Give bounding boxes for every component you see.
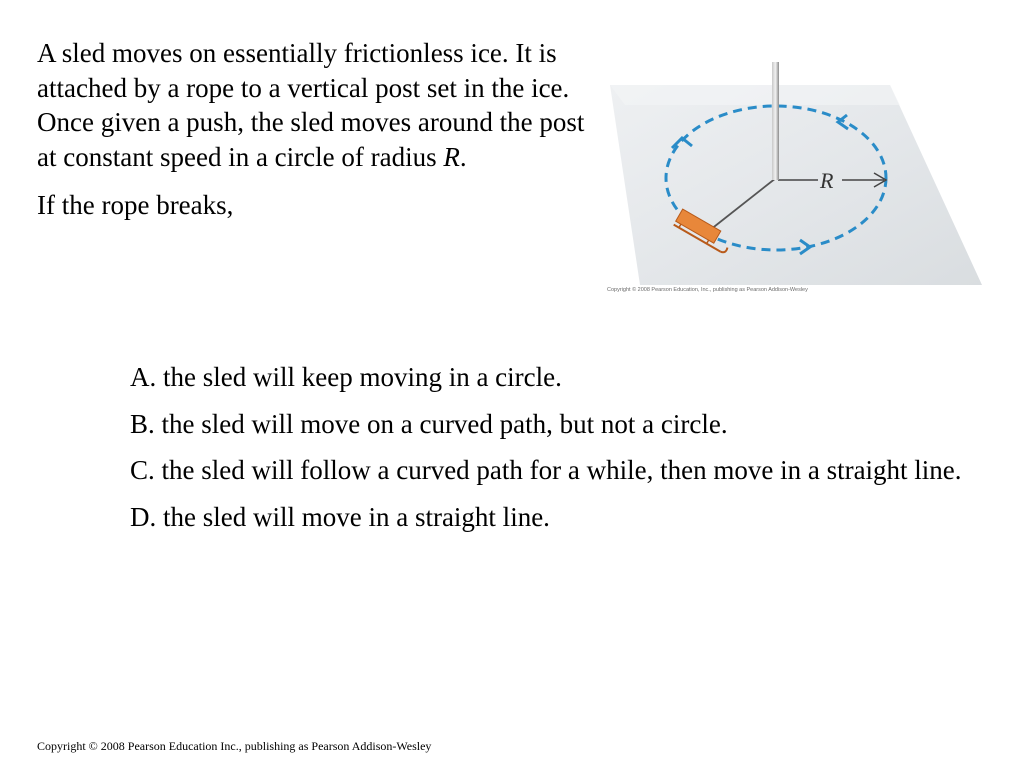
question-text: A sled moves on essentially frictionless… (37, 36, 597, 174)
option-b[interactable]: B. the sled will move on a curved path, … (130, 408, 728, 439)
footer-copyright: Copyright © 2008 Pearson Education Inc.,… (37, 739, 432, 753)
circular-path (664, 104, 888, 252)
ice-highlight (610, 85, 900, 105)
figure-copyright: Copyright © 2008 Pearson Education, Inc.… (607, 287, 808, 293)
direction-arrow-left-icon (670, 135, 693, 150)
option-c[interactable]: C. the sled will follow a curved path fo… (130, 455, 962, 485)
rope (709, 177, 777, 231)
question-text-end: . (459, 141, 467, 172)
sled-icon (673, 208, 729, 254)
direction-arrow-top-icon (835, 113, 849, 131)
question-prompt: If the rope breaks, (37, 190, 234, 220)
ice-surface (610, 85, 982, 285)
radius-arrowhead-icon (873, 172, 888, 188)
sled-figure: R (600, 60, 984, 300)
post (772, 62, 779, 180)
radius-label: R (819, 168, 834, 193)
question-block: A sled moves on essentially frictionless… (37, 36, 597, 223)
option-a[interactable]: A. the sled will keep moving in a circle… (130, 362, 562, 392)
option-d[interactable]: D. the sled will move in a straight line… (130, 501, 550, 532)
direction-arrow-bottom-icon (799, 238, 813, 256)
radius-symbol: R (443, 141, 460, 172)
sled-diagram: R (610, 62, 982, 285)
question-text-main: A sled moves on essentially frictionless… (37, 38, 585, 172)
answer-options: A. the sled will keep moving in a circle… (130, 360, 970, 546)
